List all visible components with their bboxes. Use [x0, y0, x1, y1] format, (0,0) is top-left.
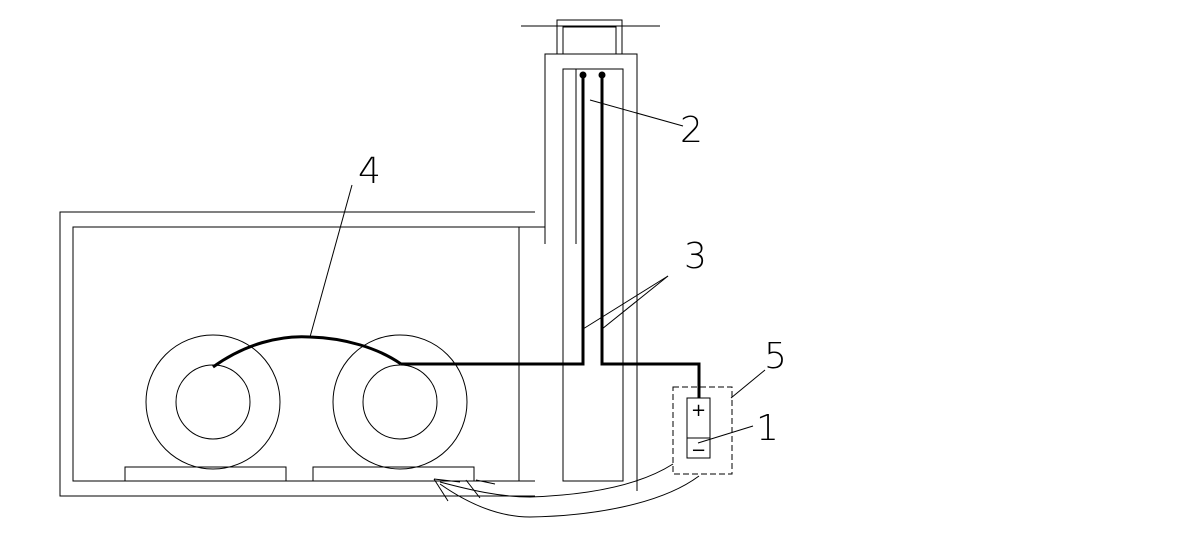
battery-plus-symbol: +: [691, 400, 706, 421]
arrow-line-3: [465, 479, 481, 499]
label-4: 4: [358, 151, 381, 192]
leader-2: [589, 99, 684, 127]
label-1: 1: [756, 408, 779, 449]
cap-outer: [556, 19, 623, 55]
wire-right: [600, 75, 701, 398]
battery-body: [686, 397, 711, 459]
label-2: 2: [680, 110, 703, 151]
arrow-line-2: [433, 478, 449, 502]
arrow-line-1: [433, 478, 461, 483]
return-curve-outer: [439, 475, 700, 518]
label-3: 3: [684, 236, 707, 277]
leader-3b: [601, 275, 669, 330]
housing-outer: [59, 211, 535, 497]
roller-right-outer: [332, 334, 468, 470]
roller-left-inner: [175, 364, 251, 440]
arrow-line-4: [475, 479, 496, 485]
roller-left-outer: [145, 334, 281, 470]
leader-3a: [582, 275, 669, 330]
battery-enclosure: [672, 386, 733, 475]
housing-inner: [72, 226, 535, 482]
roller-right-inner: [362, 364, 438, 440]
battery-minus-symbol: −: [691, 440, 706, 461]
support-plate-left: [124, 466, 287, 482]
wire-left: [401, 75, 585, 366]
support-plate-right: [312, 466, 475, 482]
label-5: 5: [764, 336, 787, 377]
leader-4: [309, 184, 353, 338]
cap-inner: [562, 26, 617, 55]
arc-conductor: [212, 335, 402, 369]
leader-5: [730, 369, 766, 399]
tower-inner: [562, 68, 624, 482]
return-curve-inner: [439, 463, 674, 498]
leader-1: [697, 425, 754, 444]
